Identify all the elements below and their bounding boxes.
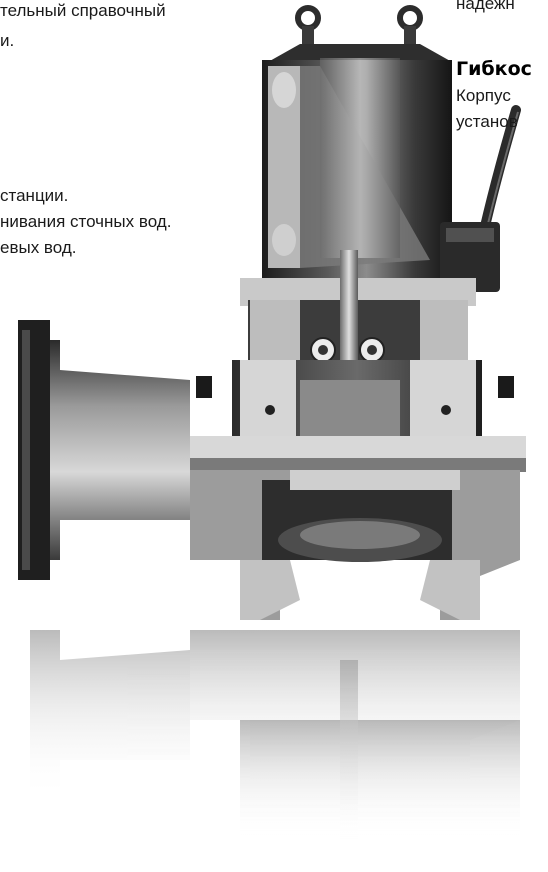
left-intro-paragraph: тельный справочный и. <box>0 0 250 60</box>
section-body-line: установ <box>456 112 518 131</box>
left-intro-line: и. <box>0 31 15 50</box>
left-intro-line: тельный справочный <box>0 1 166 20</box>
section-heading: Гибкос <box>456 58 532 80</box>
list-item: евых вод. <box>0 238 77 257</box>
right-text-column: надежн Гибкос Корпус установ <box>456 0 548 200</box>
list-item: нивания сточных вод. <box>0 212 172 231</box>
section-body-line: Корпус <box>456 86 511 105</box>
list-item: станции. <box>0 186 69 205</box>
application-list: станции. нивания сточных вод. евых вод. <box>0 183 250 261</box>
right-top-line: надежн <box>456 0 515 13</box>
